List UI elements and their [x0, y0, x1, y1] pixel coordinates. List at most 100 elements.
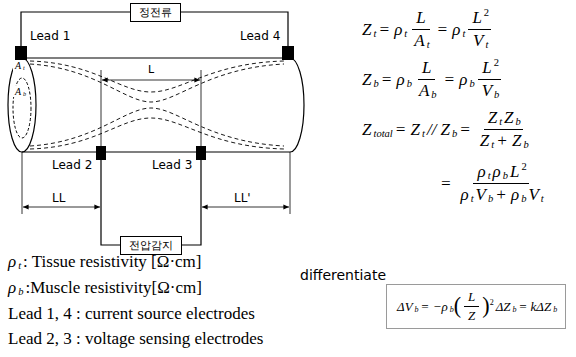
- numerator: L: [464, 289, 479, 307]
- math-text: Z: [360, 20, 373, 40]
- dimension-label: LL: [52, 192, 65, 205]
- math-text: ρ: [491, 162, 503, 182]
- subscript: b: [553, 305, 557, 314]
- math-text: L: [414, 8, 427, 28]
- subscript: total: [373, 128, 392, 139]
- equation: Zb= ρbLAb= ρbL2Vb: [360, 58, 504, 101]
- math-text: // Z: [425, 120, 452, 140]
- extension-line: [290, 152, 291, 214]
- electrode: [196, 146, 206, 160]
- electrode-label: Lead 1: [30, 30, 70, 43]
- legend-text: ρb:Muscle resistivity[Ω·cm]: [6, 278, 204, 298]
- math-text: :Muscle resistivity[Ω·cm]: [23, 278, 203, 298]
- area-label: At: [13, 60, 25, 71]
- fraction: ZtZbZt+ Zb: [476, 108, 531, 151]
- box-text: 전압감지: [129, 238, 173, 253]
- numerator: L: [412, 8, 429, 30]
- subscript: b: [523, 139, 528, 150]
- inner-section: [13, 78, 31, 138]
- area-label: Ab: [13, 86, 26, 97]
- dimension-line: [23, 207, 100, 208]
- subscript: b: [513, 305, 517, 314]
- math-text: + ρ: [493, 185, 521, 205]
- extension-line: [201, 70, 202, 146]
- math-text: ΔZ: [494, 299, 513, 315]
- subscript: t: [485, 39, 488, 50]
- math-text: L: [420, 58, 433, 78]
- math-text: L: [480, 58, 493, 78]
- math-text: Z: [502, 108, 515, 128]
- math-text: Z: [360, 120, 373, 140]
- math-text: A: [412, 31, 426, 51]
- denominator: Vt: [469, 30, 490, 51]
- math-text: V: [526, 185, 540, 205]
- legend-text: Lead 1, 4 : current source electrodes: [6, 304, 257, 324]
- math-text: L: [470, 8, 483, 28]
- math-text: Lead 2, 3 : voltage sensing electrodes: [6, 329, 265, 349]
- electrode: [96, 146, 106, 160]
- math-text: ΔV: [395, 299, 415, 315]
- subscript: b: [431, 89, 436, 100]
- electrode-label: Lead 3: [152, 159, 192, 172]
- fraction: LAt: [410, 8, 431, 51]
- math-text: = ρ: [442, 70, 470, 90]
- bracket: ): [482, 295, 489, 317]
- math-text: = ρ: [379, 70, 407, 90]
- subscript: t: [488, 170, 491, 181]
- numerator: L: [418, 58, 435, 80]
- math-text: V: [480, 81, 494, 101]
- subscript: b: [415, 305, 419, 314]
- subscript: t: [471, 193, 474, 204]
- voltage-wire: [101, 160, 201, 245]
- math-text: = Z: [393, 120, 422, 140]
- math-text: Z: [360, 70, 373, 90]
- math-text: V: [471, 31, 485, 51]
- math-text: V: [474, 185, 488, 205]
- math-text: + Z: [494, 131, 523, 151]
- subscript: b: [407, 78, 412, 89]
- math-text: = ρ: [376, 20, 404, 40]
- subscript: b: [503, 170, 508, 181]
- sensor-box: 전압감지: [120, 236, 182, 255]
- legend-text: ρt: Tissue resistivity [Ω·cm]: [6, 252, 204, 272]
- fraction: L2Vb: [478, 58, 502, 101]
- numerator: ZtZb: [484, 108, 523, 130]
- subscript: b: [373, 78, 378, 89]
- math-text: Lead 1, 4 : current source electrodes: [6, 304, 257, 324]
- subscript: t: [499, 116, 502, 127]
- numerator: ρtρbL2: [473, 162, 528, 184]
- fraction: L2Vt: [468, 8, 491, 51]
- subscript: b: [488, 193, 493, 204]
- dimension-line: [102, 80, 200, 81]
- math-text: A: [417, 81, 431, 101]
- denominator: ρtVb+ ρbVt: [456, 184, 545, 205]
- extension-line: [101, 70, 102, 146]
- math-text: ρ: [475, 162, 487, 182]
- math-text: L: [508, 162, 521, 182]
- box-text: 정전류: [139, 5, 172, 20]
- subscript: t: [422, 128, 425, 139]
- math-text: A: [13, 60, 23, 71]
- equation: Zt= ρtLAt= ρtL2Vt: [360, 8, 494, 51]
- subscript: t: [18, 260, 21, 271]
- math-text: L: [466, 289, 477, 305]
- math-text: =: [457, 120, 472, 140]
- equation-box: ΔVb= −ρb(LZ)2ΔZb= kΔZb: [386, 284, 566, 329]
- equation: =ρtρbL2ρtVb+ ρbVt: [438, 162, 549, 205]
- subscript: t: [541, 193, 544, 204]
- current-lines: [30, 61, 284, 149]
- superscript: 2: [521, 161, 526, 172]
- electrode: [282, 46, 294, 60]
- cylinder-end: [290, 58, 304, 152]
- fraction: LAb: [415, 58, 439, 101]
- superscript: 2: [490, 298, 494, 307]
- bracket: (: [454, 295, 461, 317]
- denominator: Zt+ Zb: [476, 130, 531, 151]
- legend-text: Lead 2, 3 : voltage sensing electrodes: [6, 329, 265, 349]
- source-box: 정전류: [130, 3, 181, 22]
- fraction: ρtρbL2ρtVb+ ρbVt: [456, 162, 545, 205]
- dimension-line: [202, 207, 289, 208]
- math-text: A: [13, 86, 23, 97]
- math-text: ρ: [6, 278, 18, 298]
- subscript: t: [462, 28, 465, 39]
